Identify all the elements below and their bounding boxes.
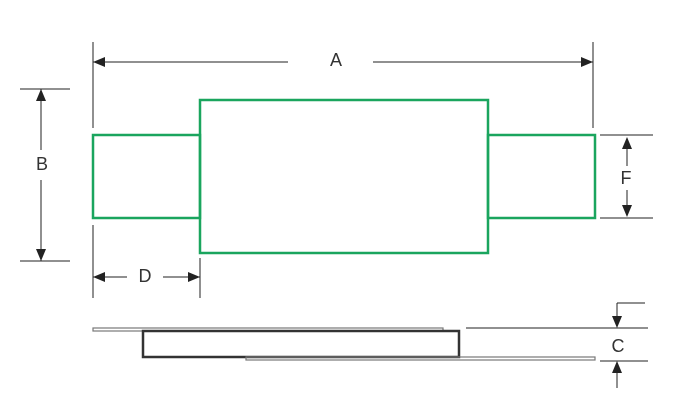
dimension-c: C — [466, 302, 648, 388]
dimension-a: A — [92, 42, 594, 128]
top-view — [91, 98, 597, 255]
dimension-d-arrow-right — [188, 272, 200, 282]
dimension-b-arrow-bottom — [36, 249, 46, 261]
dimension-c-arrow-top — [612, 316, 622, 328]
dimension-f-arrow-bottom — [622, 205, 632, 217]
dimension-d: D — [92, 225, 201, 298]
dimension-f: F — [600, 134, 653, 219]
right-terminal — [486, 133, 597, 220]
dimension-b-label: B — [36, 154, 48, 174]
dimension-a-arrow-left — [93, 57, 105, 67]
side-bottom-plate — [245, 356, 596, 361]
dimension-c-arrow-bottom — [612, 361, 622, 373]
side-view — [92, 327, 596, 361]
body-outline — [198, 98, 490, 255]
dimension-d-arrow-left — [93, 272, 105, 282]
dimension-a-arrow-right — [581, 57, 593, 67]
left-terminal — [91, 133, 202, 220]
dimension-b-arrow-top — [36, 89, 46, 101]
dimension-c-label: C — [612, 336, 625, 356]
dimension-d-label: D — [139, 266, 152, 286]
dimension-a-label: A — [330, 50, 342, 70]
dimension-f-label: F — [621, 168, 632, 188]
dimension-b: B — [20, 88, 70, 262]
side-body — [141, 329, 461, 359]
dimension-f-arrow-top — [622, 137, 632, 149]
